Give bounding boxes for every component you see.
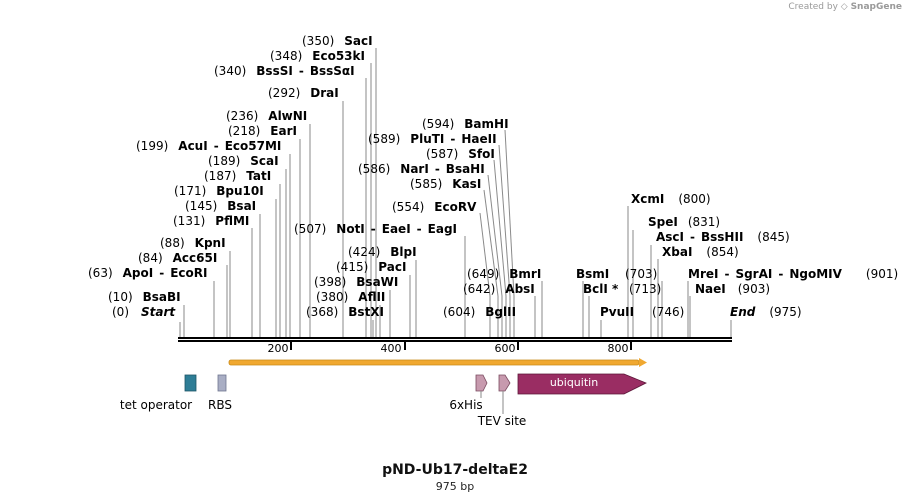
svg-text:(10)BsaBI: (10)BsaBI	[108, 290, 181, 304]
orf-arrow	[228, 358, 647, 367]
svg-text:SpeI(831): SpeI(831)	[648, 215, 720, 229]
svg-text:(554)EcoRV: (554)EcoRV	[392, 200, 477, 214]
svg-text:(380)AflII: (380)AflII	[316, 290, 385, 304]
svg-text:BclI *: BclI *	[583, 282, 619, 296]
svg-text:(594)BamHI: (594)BamHI	[422, 117, 509, 131]
tev-site-feature[interactable]	[498, 374, 511, 392]
credit-prefix: Created by	[788, 2, 838, 12]
svg-text:(131)PflMI: (131)PflMI	[173, 214, 249, 228]
svg-text:(746): (746)	[652, 305, 684, 319]
credit-brand: SnapGene	[850, 2, 902, 12]
snapgene-logo-icon: ◇	[840, 2, 848, 12]
svg-text:(88)KpnI: (88)KpnI	[160, 236, 226, 250]
svg-text:(145)BsaI: (145)BsaI	[185, 199, 256, 213]
svg-text:(171)Bpu10I: (171)Bpu10I	[174, 184, 264, 198]
rbs-label: RBS	[208, 398, 232, 412]
svg-text:(642)AbsI: (642)AbsI	[463, 282, 535, 296]
svg-text:(398)BsaWI: (398)BsaWI	[314, 275, 398, 289]
ruler-tick-label: 600	[495, 342, 516, 355]
svg-text:(368)BstXI: (368)BstXI	[306, 305, 384, 319]
6xhis-feature[interactable]	[475, 374, 488, 392]
svg-text:(0)Start: (0)Start	[112, 305, 176, 319]
svg-text:NaeI(903): NaeI(903)	[695, 282, 770, 296]
ruler-tick-label: 200	[268, 342, 289, 355]
svg-text:(424)BlpI: (424)BlpI	[348, 245, 417, 259]
svg-text:(415)PacI: (415)PacI	[336, 260, 406, 274]
tet-operator-label: tet operator	[120, 398, 192, 412]
svg-text:(292)DraI: (292)DraI	[268, 86, 339, 100]
svg-text:(84)Acc65I: (84)Acc65I	[138, 251, 217, 265]
svg-text:XbaI(854): XbaI(854)	[662, 245, 739, 259]
ruler: 200 400 600 800	[268, 342, 632, 355]
svg-text:(218)EarI: (218)EarI	[228, 124, 297, 138]
ruler-tick-label: 400	[381, 342, 402, 355]
site-labels-middle: (368)BstXI (380)AflII (398)BsaWI (415)Pa…	[294, 117, 541, 319]
ruler-tick-label: 800	[608, 342, 629, 355]
svg-text:End(975): End(975)	[730, 305, 802, 319]
leader-lines	[179, 48, 732, 338]
svg-text:PvuII: PvuII	[600, 305, 634, 319]
svg-text:XcmI(800): XcmI(800)	[631, 192, 711, 206]
svg-text:(649)BmrI: (649)BmrI	[467, 267, 541, 281]
tev-site-label: TEV site	[477, 414, 527, 428]
tet-operator-feature[interactable]	[184, 374, 197, 392]
svg-text:(189)ScaI: (189)ScaI	[208, 154, 279, 168]
rbs-feature[interactable]	[217, 374, 227, 392]
svg-text:(236)AlwNI: (236)AlwNI	[226, 109, 307, 123]
svg-text:AscI-BssHII(845): AscI-BssHII(845)	[656, 230, 790, 244]
ubiquitin-label: ubiquitin	[550, 376, 598, 389]
svg-text:(587)SfoI: (587)SfoI	[426, 147, 495, 161]
site-labels-right: BsmI BclI * PvuII (703) (713) (746) XcmI…	[576, 192, 898, 319]
ubiquitin-feature[interactable]	[517, 373, 647, 395]
plasmid-linear-map: 200 400 600 800 ubiquitin tet operator R…	[88, 34, 898, 428]
sequence-backbone	[178, 337, 732, 342]
plasmid-length: 975 bp	[435, 480, 475, 493]
svg-text:(589)PluTI-HaeII: (589)PluTI-HaeII	[368, 132, 497, 146]
site-labels-left: (0)Start (10)BsaBI (63)ApoI-EcoRI (84)Ac…	[88, 34, 373, 319]
svg-text:(63)ApoI-EcoRI: (63)ApoI-EcoRI	[88, 266, 207, 280]
svg-text:(340)BssSI-BssSαI: (340)BssSI-BssSαI	[214, 64, 355, 78]
svg-text:(199)AcuI-Eco57MI: (199)AcuI-Eco57MI	[136, 139, 281, 153]
svg-text:MreI-SgrAI-NgoMIV(901): MreI-SgrAI-NgoMIV(901)	[688, 267, 898, 281]
svg-text:(350)SacI: (350)SacI	[302, 34, 373, 48]
6xhis-label: 6xHis	[449, 398, 482, 412]
svg-text:(703): (703)	[625, 267, 657, 281]
snapgene-credit: Created by ◇ SnapGene	[788, 2, 902, 12]
svg-text:(585)KasI: (585)KasI	[410, 177, 481, 191]
plasmid-title: pND-Ub17-deltaE2	[382, 462, 528, 478]
svg-text:(586)NarI-BsaHI: (586)NarI-BsaHI	[358, 162, 485, 176]
svg-text:(604)BglII: (604)BglII	[443, 305, 516, 319]
svg-text:(507)NotI-EaeI-EagI: (507)NotI-EaeI-EagI	[294, 222, 457, 236]
svg-text:BsmI: BsmI	[576, 267, 609, 281]
svg-text:(187)TatI: (187)TatI	[204, 169, 271, 183]
svg-text:(713): (713)	[629, 282, 661, 296]
svg-text:(348)Eco53kI: (348)Eco53kI	[270, 49, 365, 63]
